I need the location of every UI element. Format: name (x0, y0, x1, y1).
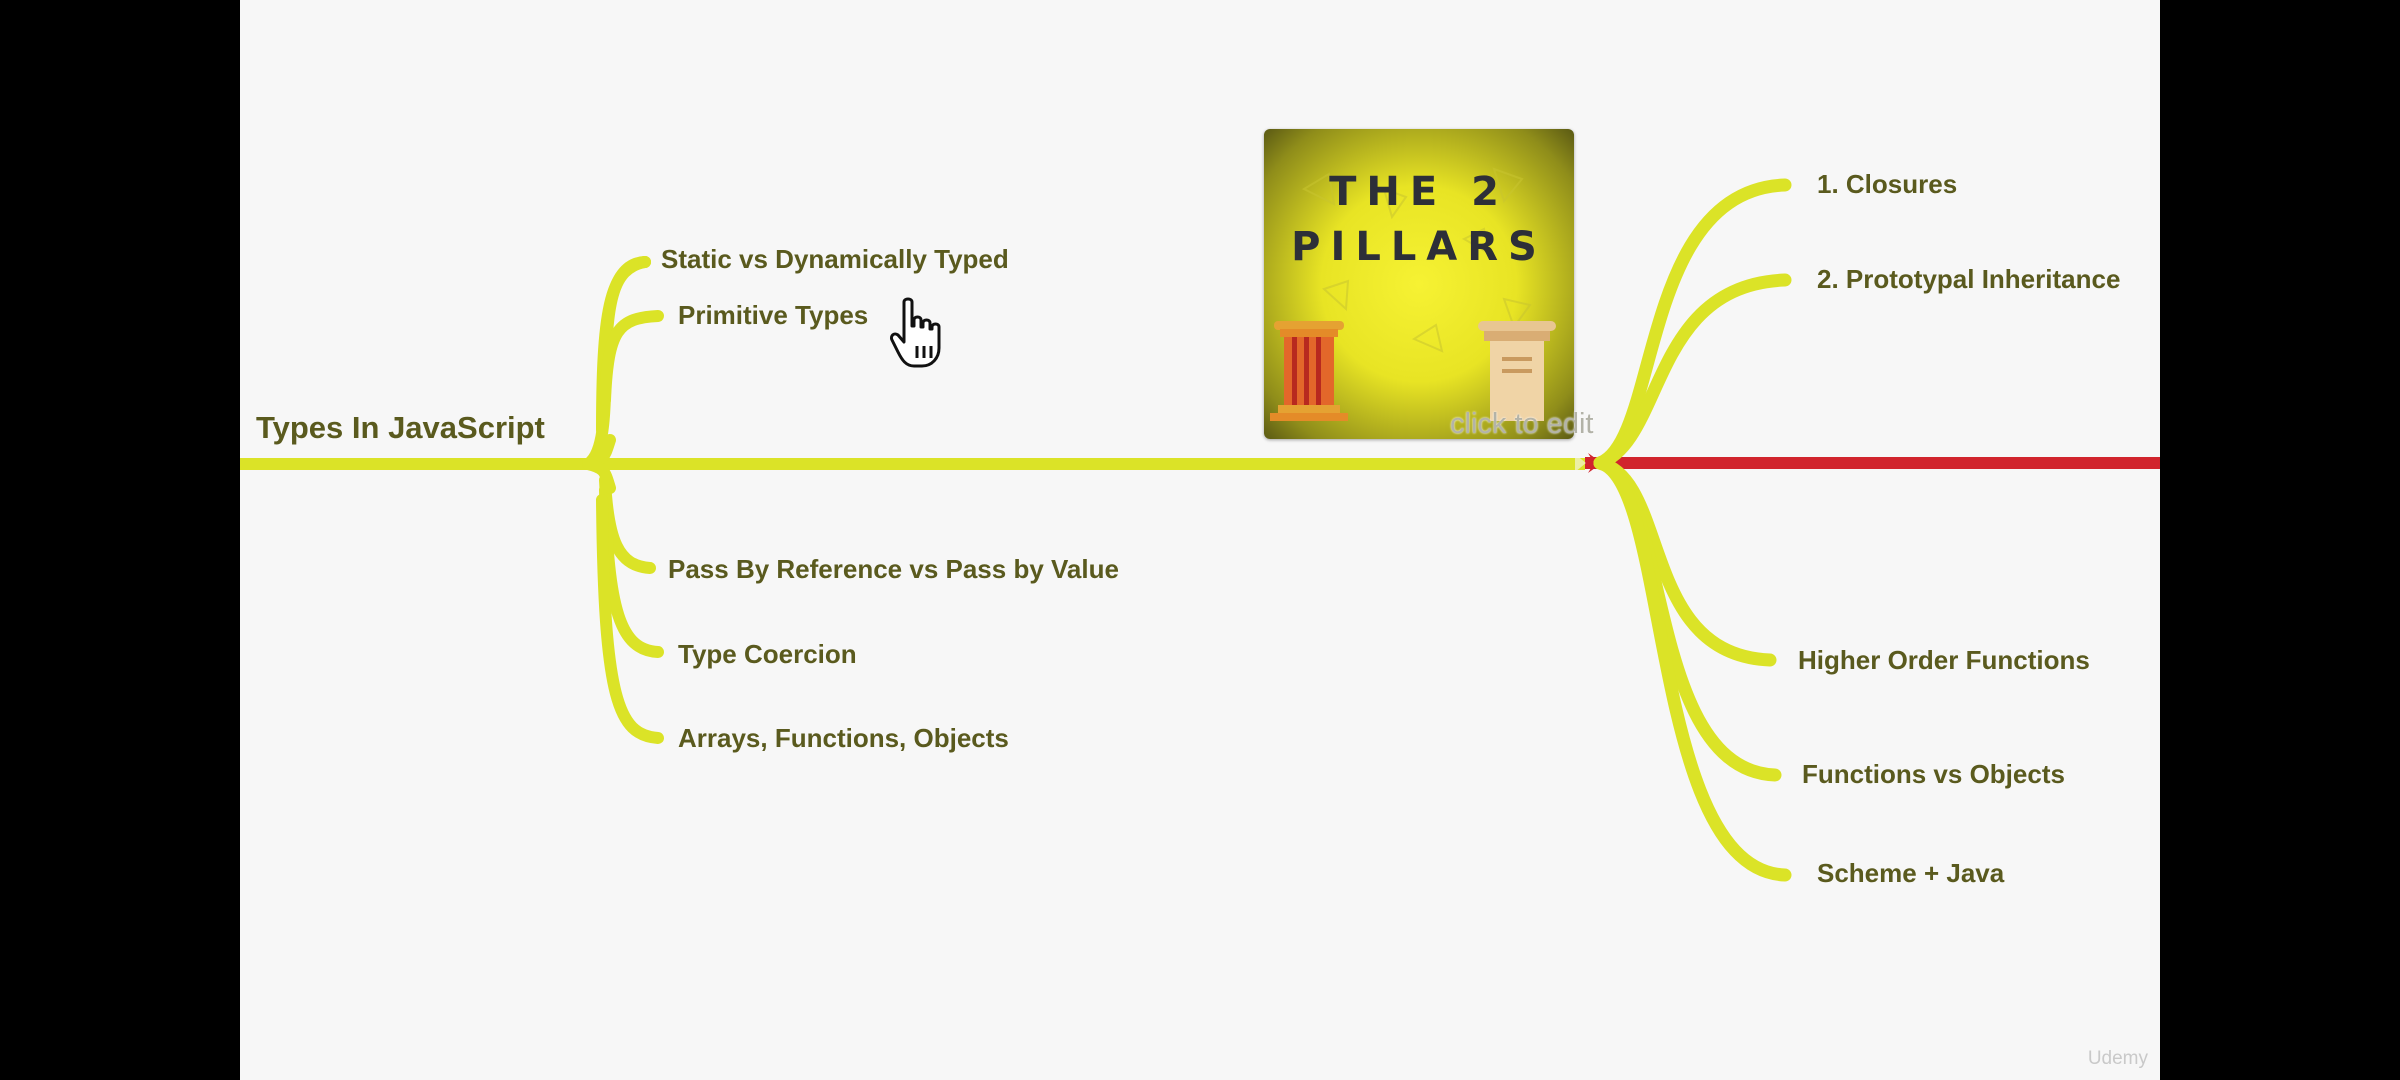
topic-pass-by-reference[interactable]: Pass By Reference vs Pass by Value (668, 554, 1119, 584)
topic-closures[interactable]: 1. Closures (1817, 169, 1958, 199)
left-branches (582, 256, 664, 744)
image-title-line1: THE 2 (1329, 169, 1509, 215)
topic-primitive-types[interactable]: Primitive Types (678, 300, 869, 330)
topic-functions-vs-objects[interactable]: Functions vs Objects (1802, 759, 2065, 789)
udemy-watermark: Udemy (2087, 1048, 2148, 1069)
topic-scheme-java[interactable]: Scheme + Java (1817, 858, 2005, 888)
central-topic-types-in-javascript[interactable]: Types In JavaScript (256, 410, 545, 445)
right-branches (1593, 178, 1792, 882)
image-title-line2: PILLARS (1291, 224, 1547, 270)
topic-higher-order-functions[interactable]: Higher Order Functions (1798, 645, 2090, 675)
mindmap-branches (240, 178, 2160, 882)
hand-pointer-icon (890, 297, 941, 368)
pillars-illustration (1264, 129, 1574, 439)
topic-image-two-pillars[interactable]: THE 2 PILLARS (1264, 129, 1574, 439)
topic-prototypal-inheritance[interactable]: 2. Prototypal Inheritance (1817, 264, 2121, 294)
pillar-icon (1478, 321, 1556, 421)
mindmap-canvas[interactable]: Types In JavaScript Static vs Dynamicall… (240, 0, 2160, 1080)
click-to-edit-hint[interactable]: click to edit (1450, 408, 1594, 440)
topic-static-vs-dynamically-typed[interactable]: Static vs Dynamically Typed (661, 244, 1009, 274)
topic-arrays-functions-objects[interactable]: Arrays, Functions, Objects (678, 723, 1009, 753)
pillar-icon (1270, 321, 1348, 421)
topic-type-coercion[interactable]: Type Coercion (678, 639, 857, 669)
